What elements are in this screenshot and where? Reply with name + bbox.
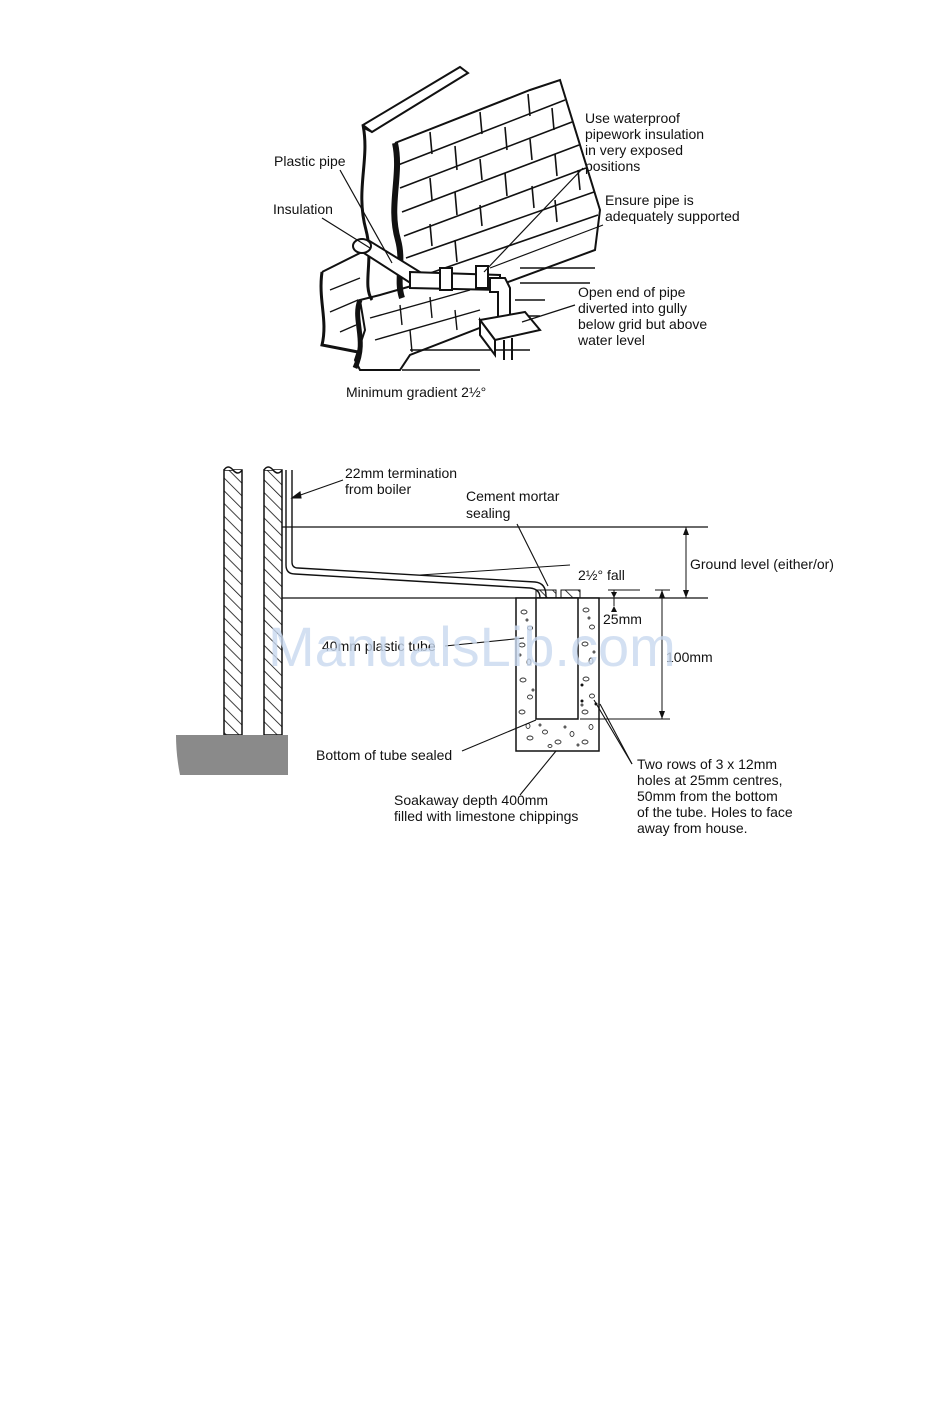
plastic-tube — [535, 597, 579, 720]
label-open-end-2: diverted into gully — [578, 300, 687, 316]
watermark: ManualsLib.com — [268, 615, 676, 678]
label-waterproof-4: positions — [585, 158, 640, 174]
label-termination-2: from boiler — [345, 481, 411, 497]
label-holes-5: away from house. — [637, 820, 748, 836]
label-cement-1: Cement mortar — [466, 488, 560, 504]
brick-courses — [397, 93, 599, 281]
label-ground-level: Ground level (either/or) — [690, 556, 834, 572]
label-holes-3: 50mm from the bottom — [637, 788, 778, 804]
label-termination-1: 22mm termination — [345, 465, 457, 481]
label-soakaway-2: filled with limestone chippings — [394, 808, 578, 824]
label-holes-4: of the tube. Holes to face — [637, 804, 793, 820]
wall-cut-edge — [360, 124, 374, 301]
label-soakaway-1: Soakaway depth 400mm — [394, 792, 548, 808]
label-fall: 2½° fall — [578, 567, 625, 583]
label-holes-1: Two rows of 3 x 12mm — [637, 756, 777, 772]
wall-leaf-inner — [263, 469, 283, 736]
label-plastic-tube: 40mm plastic tube — [322, 638, 436, 654]
wall-face — [394, 78, 602, 286]
label-waterproof-3: in very exposed — [585, 142, 683, 158]
wall-leaf-outer — [223, 469, 243, 736]
limestone-chippings — [518, 607, 596, 748]
label-waterproof-1: Use waterproof — [585, 110, 680, 126]
label-open-end-3: below grid but above — [578, 316, 707, 332]
soakaway-diagram — [176, 466, 708, 775]
label-waterproof-2: pipework insulation — [585, 126, 704, 142]
label-supported-2: adequately supported — [605, 208, 740, 224]
cement-mortar-right — [560, 589, 581, 599]
label-100mm: 100mm — [666, 649, 713, 665]
cement-mortar-left — [535, 589, 557, 599]
label-gradient: Minimum gradient 2½° — [346, 384, 486, 400]
label-insulation: Insulation — [273, 201, 333, 217]
label-open-end-1: Open end of pipe — [578, 284, 686, 300]
label-open-end-4: water level — [577, 332, 645, 348]
brick-wall-diagram — [319, 65, 602, 371]
label-plastic-pipe: Plastic pipe — [274, 153, 346, 169]
label-bottom-sealed: Bottom of tube sealed — [316, 747, 452, 763]
label-supported-1: Ensure pipe is — [605, 192, 694, 208]
foundation — [176, 735, 288, 775]
label-25mm: 25mm — [603, 611, 642, 627]
wall-top — [361, 65, 470, 134]
label-cement-2: sealing — [466, 505, 510, 521]
label-holes-2: holes at 25mm centres, — [637, 772, 783, 788]
